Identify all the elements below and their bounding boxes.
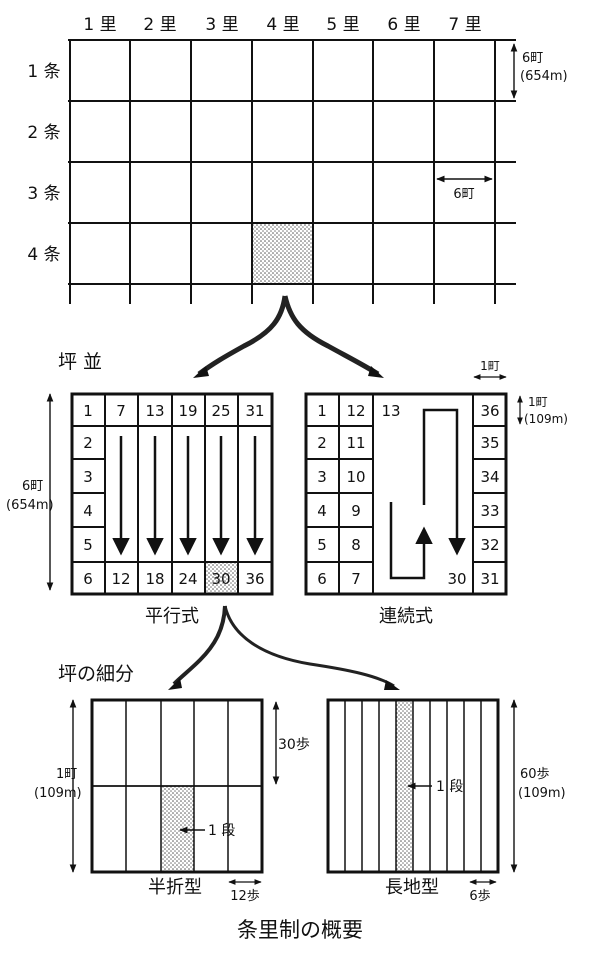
tsubonami-title: 坪 並: [58, 351, 102, 373]
parallel-cell-number: 12: [111, 570, 130, 588]
unit-height-label: (109m): [524, 412, 568, 426]
continuous-layout: 1 2 3 4 5 6 12 11 10 9 8 7 13 30 36 35 3…: [304, 392, 508, 627]
diagram-caption: 条里制の概要: [237, 918, 363, 942]
continuous-cell-number: 30: [447, 570, 466, 588]
parallel-cell-number: 13: [145, 402, 164, 420]
continuous-cell-number: 10: [346, 468, 365, 486]
grid-col-label: 5 里: [326, 15, 359, 35]
parallel-cell-number: 36: [245, 570, 264, 588]
continuous-cell-number: 5: [317, 536, 327, 554]
continuous-cell-number: 31: [480, 570, 499, 588]
grid-row-label: 3 条: [27, 184, 60, 204]
grid-col-label: 7 里: [448, 15, 481, 35]
nagachi-layout-name: 長地型: [385, 877, 439, 898]
grid-col-label: 6 里: [387, 15, 420, 35]
parallel-cell-number: 31: [245, 402, 264, 420]
nagachi-side-label: (109m): [518, 786, 566, 801]
continuous-cell-number: 34: [480, 468, 499, 486]
parallel-cell-number: 2: [83, 434, 93, 452]
grid-row-label: 4 条: [27, 245, 60, 265]
grid-width-label: 6町: [453, 187, 474, 202]
grid-highlight-cell: [252, 223, 313, 284]
parallel-cell-number: 30: [211, 570, 230, 588]
hanori-tan-label: 1 段: [208, 823, 235, 839]
continuous-cell-number: 11: [346, 434, 365, 452]
grid-col-label: 1 里: [83, 15, 116, 35]
serpentine-path: [422, 408, 466, 556]
parallel-cell-number: 18: [145, 570, 164, 588]
continuous-cell-number: 3: [317, 468, 327, 486]
continuous-cell-number: 35: [480, 434, 499, 452]
continuous-layout-name: 連続式: [379, 606, 433, 627]
subdivision-connector-arrows: [168, 605, 400, 690]
continuous-cell-number: 12: [346, 402, 365, 420]
nagachi-layout: 1 段 60歩 (109m) 6歩 長地型: [326, 698, 566, 904]
unit-width-label: 1町: [480, 359, 500, 373]
hanori-strip-label: 12歩: [230, 889, 260, 904]
subdivision-title: 坪の細分: [58, 663, 134, 685]
continuous-cell-number: 1: [317, 402, 327, 420]
parallel-cell-number: 3: [83, 468, 93, 486]
parallel-layout: 1 7 13 19 25 31 2 3 4 5 6 12 18 24 30 36…: [70, 392, 274, 627]
tsubonami-height-label: 6町: [22, 479, 43, 494]
parallel-cell-number: 7: [116, 402, 126, 420]
continuous-cell-number: 6: [317, 570, 327, 588]
parallel-layout-name: 平行式: [145, 606, 199, 627]
grid-col-label: 4 里: [266, 15, 299, 35]
parallel-cell-number: 6: [83, 570, 93, 588]
hanori-side-label: 1町: [56, 767, 77, 782]
grid-size-label: 6町: [522, 51, 543, 66]
parallel-highlight-cell: [205, 562, 238, 594]
connector-arrows: [193, 295, 384, 378]
continuous-cell-number: 7: [351, 570, 361, 588]
jori-grid: 1 里 2 里 3 里 4 里 5 里 6 里 7 里 1 条 2 条 3 条 …: [27, 15, 568, 304]
parallel-cell-number: 25: [211, 402, 230, 420]
parallel-cell-number: 5: [83, 536, 93, 554]
grid-col-label: 3 里: [205, 15, 238, 35]
grid-size-label: (654m): [520, 69, 568, 84]
parallel-cell-number: 1: [83, 402, 93, 420]
continuous-cell-number: 8: [351, 536, 361, 554]
serpentine-path: [389, 502, 426, 580]
grid-row-label: 1 条: [27, 62, 60, 82]
continuous-cell-number: 32: [480, 536, 499, 554]
tsubonami-height-label: (654m): [6, 498, 54, 513]
continuous-cell-number: 4: [317, 502, 327, 520]
nagachi-side-label: 60歩: [520, 767, 550, 782]
parallel-cell-number: 4: [83, 502, 93, 520]
grid-col-label: 2 里: [143, 15, 176, 35]
continuous-cell-number: 2: [317, 434, 327, 452]
parallel-cell-number: 19: [178, 402, 197, 420]
continuous-cell-number: 33: [480, 502, 499, 520]
hanori-side-label: (109m): [34, 786, 82, 801]
continuous-cell-number: 13: [381, 402, 400, 420]
parallel-cell-number: 24: [178, 570, 197, 588]
nagachi-strip-label: 6歩: [469, 889, 490, 904]
grid-row-label: 2 条: [27, 123, 60, 143]
hanori-half-label: 30歩: [278, 737, 310, 753]
hanori-layout-name: 半折型: [148, 877, 202, 898]
continuous-cell-number: 9: [351, 502, 361, 520]
continuous-cell-number: 36: [480, 402, 499, 420]
unit-height-label: 1町: [528, 395, 548, 409]
hanori-tan-highlight: [161, 786, 194, 872]
nagachi-tan-label: 1 段: [436, 779, 463, 795]
nagachi-tan-highlight: [396, 700, 413, 872]
hanori-layout: 1 段 1町 (109m) 30歩 12歩 半折型: [34, 698, 310, 904]
